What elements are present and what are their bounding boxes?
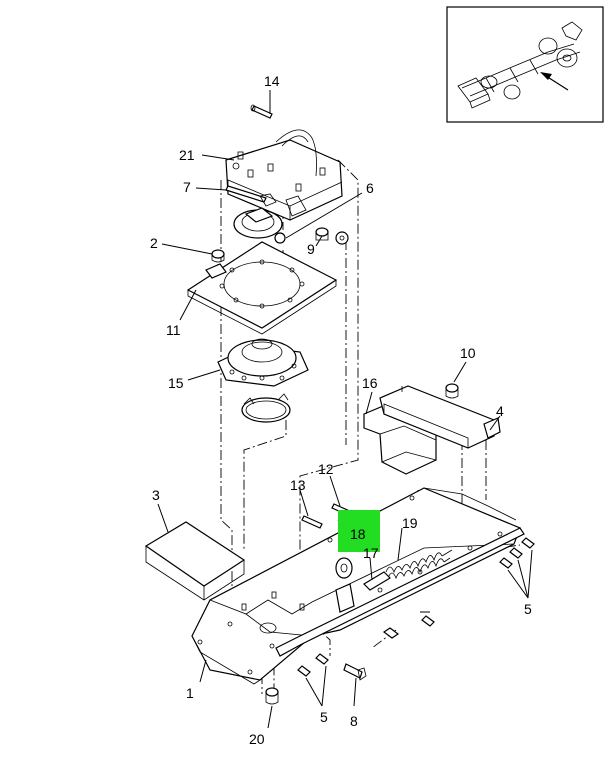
callout-5-bottom: 5 — [320, 709, 328, 725]
callout-11: 11 — [166, 322, 181, 338]
arrow-left-up-icon — [540, 72, 569, 91]
part-3-cover — [144, 521, 246, 601]
locator-inset — [446, 6, 604, 123]
callout-19: 19 — [402, 515, 418, 531]
part-17-link — [363, 571, 391, 591]
part-19-spring — [385, 549, 453, 580]
part-5-screws — [297, 537, 535, 677]
callout-7: 7 — [183, 179, 191, 195]
callout-14: 14 — [264, 73, 280, 89]
callout-20: 20 — [249, 731, 265, 747]
part-13-pin — [301, 515, 323, 529]
part-21-valve-body — [225, 129, 343, 221]
callout-1: 1 — [186, 685, 194, 701]
part-15-housing — [217, 338, 309, 387]
callout-10: 10 — [460, 345, 476, 361]
part-9-fitting — [315, 227, 349, 245]
highlight-box-18 — [338, 510, 380, 552]
part-11-mounting-plate — [186, 241, 338, 335]
part-7-bolt — [225, 185, 277, 207]
callout-9: 9 — [307, 241, 315, 257]
part-8-bolt — [343, 663, 367, 681]
callout-3: 3 — [152, 487, 160, 503]
callout-17: 17 — [363, 545, 379, 561]
part-lower-rail — [275, 527, 525, 657]
part-6-diaphragm — [233, 207, 286, 244]
callout-15: 15 — [168, 375, 184, 391]
part-14-pin — [250, 104, 273, 119]
callout-13: 13 — [290, 477, 306, 493]
callout-18: 18 — [350, 526, 366, 542]
callout-5-right: 5 — [524, 601, 532, 617]
callout-2: 2 — [150, 235, 158, 251]
callout-21: 21 — [179, 147, 195, 163]
callout-12: 12 — [318, 461, 334, 477]
part-20-plug — [265, 687, 279, 705]
callout-6: 6 — [366, 180, 374, 196]
callout-4: 4 — [496, 403, 504, 419]
part-1-main-frame — [191, 487, 521, 685]
callout-16: 16 — [362, 375, 378, 391]
part-18-bracket — [335, 557, 355, 613]
part-10-plug — [445, 383, 459, 399]
callout-8: 8 — [350, 713, 358, 729]
callout-labels: 14 21 7 6 9 2 11 15 10 16 4 3 12 13 18 1… — [150, 73, 532, 747]
part-clamp-ring — [241, 393, 291, 423]
